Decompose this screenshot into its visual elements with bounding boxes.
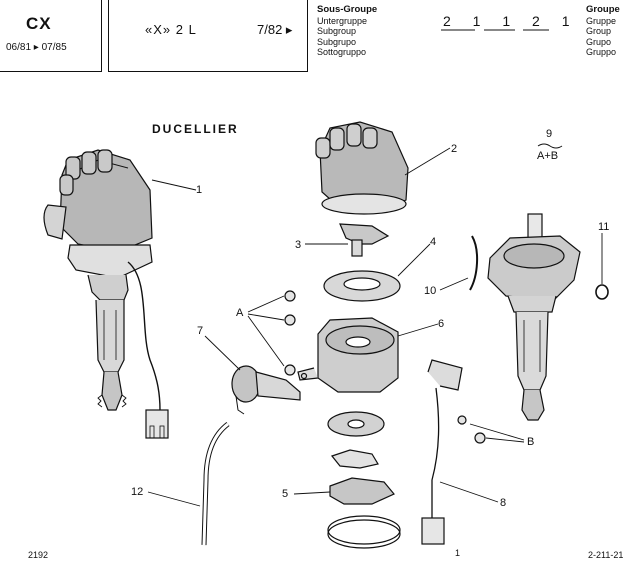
dust-seal <box>323 243 431 302</box>
group-label-en: Group <box>586 26 612 36</box>
callout-4: 4 <box>430 236 437 248</box>
group-labels: Groupe Gruppe Group Grupo Gruppo <box>586 4 620 58</box>
callout-6: 6 <box>438 318 445 330</box>
callout-3: 3 <box>295 239 302 251</box>
header-model-box <box>0 0 102 72</box>
subgroup-label-es: Subgrupo <box>317 36 357 47</box>
model-name: CX <box>26 14 52 33</box>
footer-left-ref: 2192 <box>28 550 49 560</box>
variant-date: 7/82 ▸ <box>257 22 293 37</box>
callout-A: A <box>236 307 244 319</box>
spring-clip <box>439 235 478 291</box>
callout-B: B <box>527 436 535 448</box>
header-variant-box <box>108 0 308 72</box>
group-code: 2 1 1 2 1 <box>443 13 579 29</box>
distributor-assembled-left <box>43 149 197 439</box>
distributor-without-cap <box>487 213 609 421</box>
variant-sub: A+B <box>537 150 559 162</box>
callout-5: 5 <box>282 488 289 500</box>
vacuum-advance <box>204 335 301 415</box>
vacuum-hose <box>147 422 230 546</box>
cable-harness <box>421 359 499 545</box>
screws-B <box>457 415 525 444</box>
subgroup-label-it: Sottogruppo <box>317 47 367 57</box>
variant-tilde <box>537 143 563 149</box>
group-label-es: Grupo <box>586 36 612 47</box>
callout-2: 2 <box>451 143 458 155</box>
breaker-plate <box>293 411 401 549</box>
screws-A <box>247 290 296 376</box>
subgroup-labels: Sous-Groupe Untergruppe Subgroup Subgrup… <box>317 4 378 58</box>
subgroup-label-de: Untergruppe <box>317 15 368 26</box>
footer-right-ref: 2-211-21 <box>588 550 624 560</box>
callout-12: 12 <box>131 486 144 498</box>
distributor-cap <box>315 121 451 215</box>
brand-label: DUCELLIER <box>152 122 239 136</box>
callout-7: 7 <box>197 325 204 337</box>
callout-11: 11 <box>598 221 610 233</box>
subgroup-label-fr: Sous-Groupe <box>317 4 378 15</box>
distributor-body <box>297 317 439 393</box>
group-label-fr: Groupe <box>586 4 620 15</box>
rotor-arm <box>305 223 390 257</box>
model-dates: 06/81 ▸ 07/85 <box>6 42 67 53</box>
subgroup-label-en: Subgroup <box>317 26 357 36</box>
callout-10: 10 <box>424 285 437 297</box>
variant-code: 9 <box>546 128 553 140</box>
footer-mid-mark: 1 <box>455 548 461 558</box>
callout-1: 1 <box>196 184 203 196</box>
group-label-de: Gruppe <box>586 15 617 26</box>
group-label-it: Gruppo <box>586 47 617 57</box>
variant-name: «X» 2 L <box>145 22 197 37</box>
callout-8: 8 <box>500 497 507 509</box>
